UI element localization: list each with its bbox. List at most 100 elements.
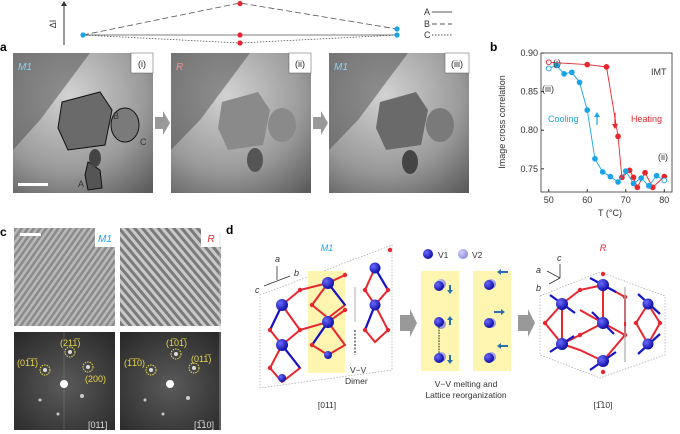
panel-label-b: b [490,40,497,54]
svg-text:Lattice reorganization: Lattice reorganization [425,390,507,400]
fft-r: (1̅01̅) (1̅1̅0) (011̅) [1̅10] [120,332,221,430]
data-point [634,184,641,191]
heating-arrow-icon [612,124,618,129]
arrow-right-icon [313,111,328,135]
svg-text:R: R [600,243,607,253]
data-point [630,180,637,187]
svg-text:A: A [424,7,430,17]
data-point [584,107,591,113]
svg-text:(01̅1̅): (01̅1̅) [17,358,38,368]
m1-structure: M1 a b c V−V Dimer [255,243,393,410]
data-point [615,133,621,140]
svg-text:[1̅10]: [1̅10] [594,400,613,410]
top-intensity-diagram: ΔI A B C [48,0,452,46]
svg-text:V1: V1 [438,250,449,260]
hrtem-m1: M1 [14,228,115,326]
data-point [638,175,645,181]
data-point [642,169,648,176]
data-point [599,169,606,175]
svg-text:(ii): (ii) [658,152,668,162]
svg-text:V−V: V−V [350,365,367,375]
arrow-head-icon [61,1,67,6]
x-tick-label: 50 [544,195,554,205]
v2-legend-icon [458,249,468,259]
data-point [607,173,614,180]
svg-text:(011̅): (011̅) [191,354,211,364]
tem-image-i: B C A M1 (i) [13,52,154,193]
panel-label-c: c [0,225,7,239]
series-cooling [545,62,668,189]
svg-text:M1: M1 [98,234,112,245]
series-heating [545,59,668,191]
phase-label: R [176,62,183,73]
scale-bar [20,233,41,236]
y-tick-label: 0.80 [520,125,538,135]
data-point [553,62,560,69]
svg-text:B: B [113,111,119,121]
svg-text:Dimer: Dimer [345,376,368,386]
data-point [561,70,567,77]
line-b [82,2,398,36]
svg-text:(i): (i) [138,59,146,69]
y-tick-label: 0.75 [520,164,538,174]
plot-frame [540,52,673,193]
x-axis-label: T (°C) [598,208,622,218]
hrtem-r: R [120,228,221,326]
data-point [545,65,552,72]
cooling-arrow-icon [594,112,600,117]
svg-text:V−V melting and: V−V melting and [435,379,498,389]
svg-text:A: A [78,179,84,189]
svg-text:(iii): (iii) [451,59,463,69]
y-axis-label: Image cross correlation [497,75,507,169]
axes-triad-m1: a b c [255,254,299,295]
svg-text:(1̅1̅0): (1̅1̅0) [124,358,145,368]
svg-text:B: B [424,19,430,29]
tem-image-iii: M1 (iii) [329,52,470,193]
x-tick-label: 60 [582,195,592,205]
phase-label: M1 [334,62,348,73]
svg-text:b: b [294,268,299,278]
data-point [646,182,652,189]
top-legend: A B C [424,7,452,40]
svg-text:b: b [536,283,541,293]
data-point [576,79,583,86]
data-point [568,69,575,76]
svg-text:(211̅): (211̅) [60,338,80,348]
svg-text:R: R [207,234,214,245]
svg-text:M1: M1 [321,243,334,253]
svg-text:(200): (200) [85,374,106,384]
svg-text:(i): (i) [553,58,561,68]
delta-i-label: ΔI [48,20,58,29]
data-point [615,179,621,185]
series-line [548,61,665,189]
arrow-right-icon [518,309,535,337]
axes-triad-r: c a b [536,253,562,293]
x-tick-label: 80 [659,195,669,205]
svg-text:(ii): (ii) [295,59,305,69]
legend-cooling: Cooling [548,114,579,124]
x-tick-label: 70 [621,195,631,205]
data-point [661,177,668,184]
legend-heating: Heating [631,114,662,124]
svg-text:[011]: [011] [318,400,336,410]
data-point [592,155,598,162]
y-tick-label: 0.90 [520,48,538,58]
series-line [548,64,665,187]
svg-text:(1̅01̅): (1̅01̅) [166,338,187,348]
panel-label-d: d [226,223,233,237]
data-point [630,174,637,181]
displacement-arrows [447,269,508,364]
svg-text:V2: V2 [472,250,483,260]
svg-text:(iii): (iii) [542,84,554,94]
fft-m1: (211̅) (01̅1̅) (200) [011] [14,332,115,430]
data-point [603,64,610,70]
tem-image-ii: R (ii) [171,52,312,193]
data-point [584,61,591,68]
data-point [653,172,660,179]
svg-text:[011]: [011] [88,420,107,430]
cross-correlation-chart: Image cross correlation T (°C) 50 60 70 80 0… [497,48,673,218]
svg-text:C: C [140,137,147,147]
imt-label: IMT [651,67,667,77]
svg-text:a: a [275,254,280,264]
